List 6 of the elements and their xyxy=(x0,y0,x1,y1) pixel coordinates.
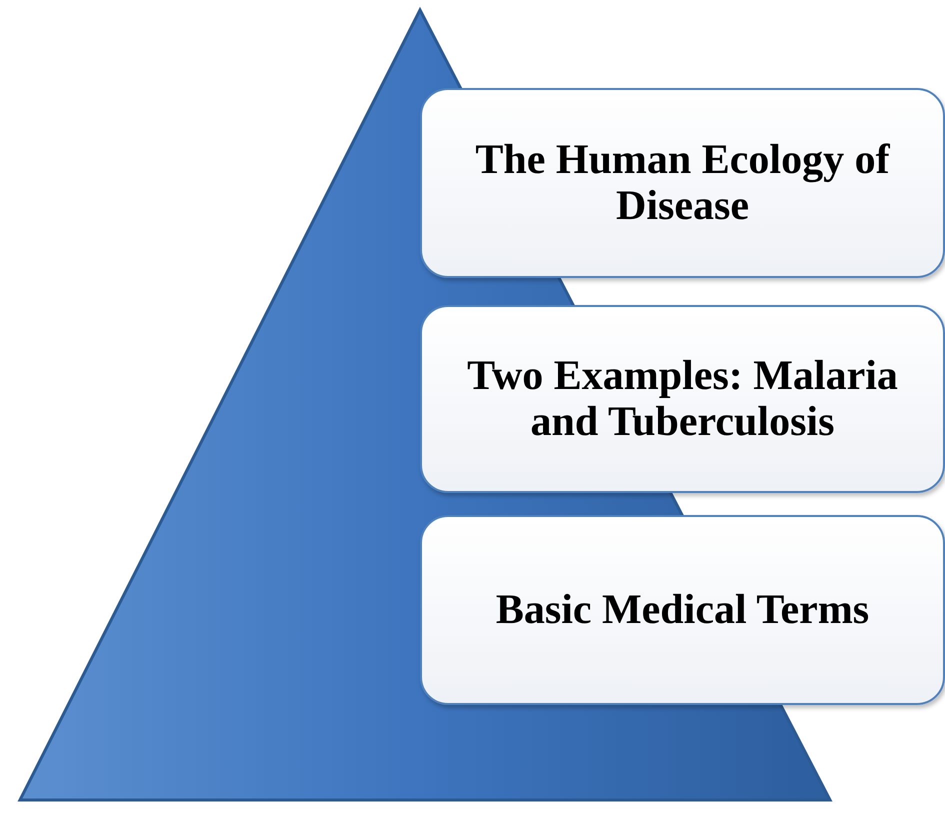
topic-title: The Human Ecology of Disease xyxy=(474,136,891,230)
topic-card xyxy=(420,515,945,705)
topic-card xyxy=(420,88,945,278)
topic-card xyxy=(420,305,945,493)
topic-title: Two Examples: Malaria and Tuberculosis xyxy=(466,352,899,446)
topic-title: Basic Medical Terms xyxy=(496,586,870,634)
